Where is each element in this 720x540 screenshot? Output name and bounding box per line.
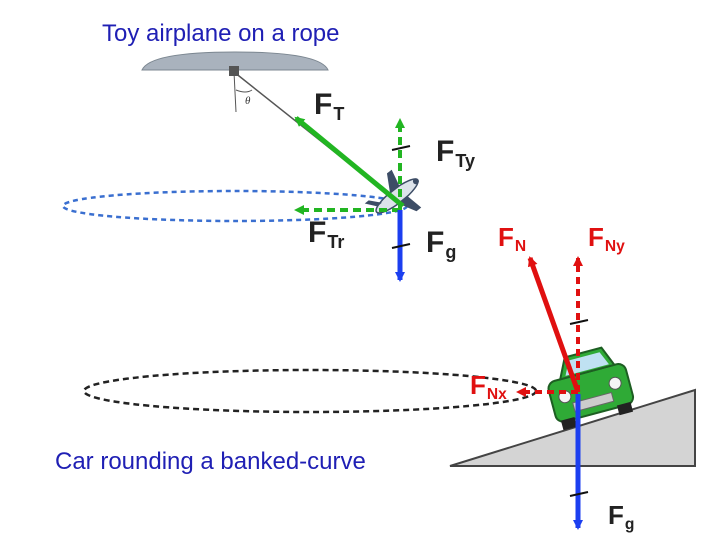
tension-arrow	[294, 116, 405, 208]
angle-arc	[235, 89, 253, 93]
angle-label: θ	[245, 95, 251, 107]
normal-force-arrow	[527, 256, 581, 393]
label-fg-car: Fg	[608, 500, 635, 534]
car	[547, 346, 635, 431]
label-ft: FT	[314, 88, 345, 125]
label-ftr: FTr	[308, 216, 345, 253]
label-fn: FN	[498, 222, 527, 256]
label-fty: FTy	[436, 135, 475, 172]
airplane-orbit-ellipse	[61, 189, 409, 223]
caption-airplane: Toy airplane on a rope	[102, 20, 340, 47]
label-fny: FNy	[588, 222, 625, 256]
magnitude-ticks-airplane	[391, 145, 411, 249]
banked-ramp	[449, 388, 696, 467]
caption-car: Car rounding a banked-curve	[55, 448, 366, 475]
label-fnx: FNx	[470, 370, 507, 404]
car-orbit-ellipse	[82, 368, 538, 414]
toy-airplane	[364, 169, 422, 214]
ceiling-mount	[141, 51, 329, 76]
label-fg-airplane: Fg	[426, 226, 457, 263]
magnitude-ticks-car	[569, 319, 589, 497]
vertical-reference-line	[233, 71, 237, 113]
